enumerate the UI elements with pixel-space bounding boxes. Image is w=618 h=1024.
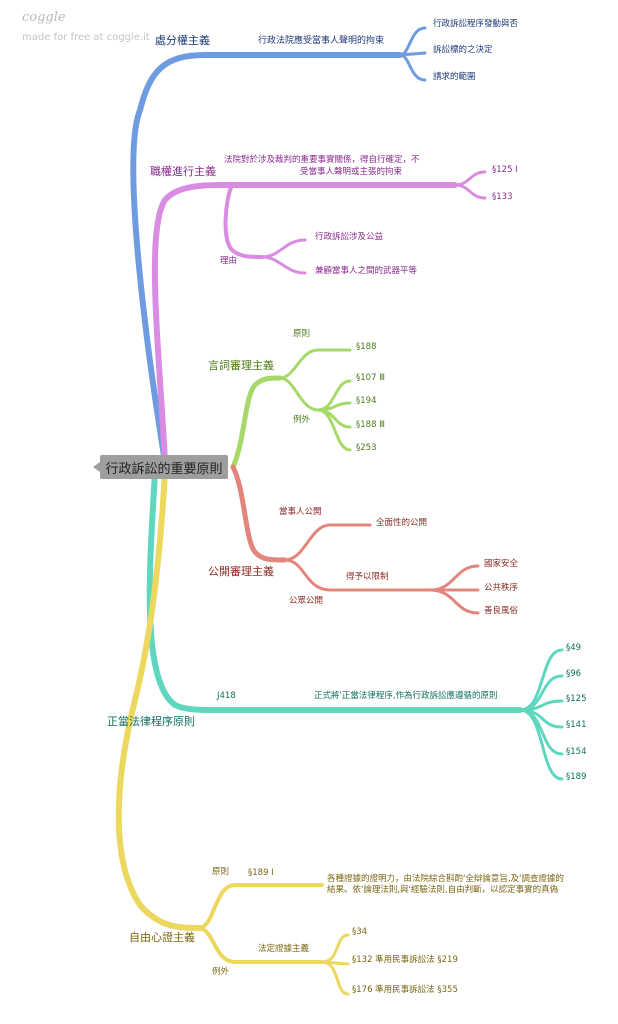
branch-public-main xyxy=(230,464,288,563)
node-disposition-item-1[interactable]: 行政訴訟程序發動與否 xyxy=(433,19,519,29)
node-oral-principle[interactable]: 原則 xyxy=(293,329,311,339)
branch-oral-ex-4 xyxy=(316,408,352,452)
coggle-credit: made for free at coggle.it xyxy=(22,32,150,43)
node-oral[interactable]: 言詞審理主義 xyxy=(208,359,274,372)
node-due-process-item-2[interactable]: §96 xyxy=(566,669,582,679)
node-due-process-item-6[interactable]: §189 xyxy=(566,772,587,782)
node-ex-officio-reason-1[interactable]: 行政訴訟涉及公益 xyxy=(315,232,384,242)
node-disposition-item-2[interactable]: 訴訟標的之決定 xyxy=(433,45,493,55)
branch-free-evidence-stat-1 xyxy=(320,933,350,964)
node-ex-officio-desc-line1[interactable]: 法院對於涉及裁判的重要事實關係，得自行確定，不 xyxy=(224,155,420,165)
branch-oral-principle xyxy=(278,348,352,380)
branch-disposition-main xyxy=(130,52,403,465)
node-oral-exception-item-1[interactable]: §107 Ⅲ xyxy=(356,373,386,383)
branch-oral-main xyxy=(230,375,283,470)
coggle-logo: coggle xyxy=(22,10,66,25)
node-free-evidence-principle-desc-line1[interactable]: 各種證據的證明力，由法院綜合斟酌'全辯論意旨,及'調查證據的 xyxy=(327,874,564,884)
node-ex-officio-desc-line2[interactable]: 受當事人聲明或主張的拘束 xyxy=(300,167,403,177)
branch-oral-lines xyxy=(230,348,352,470)
branch-disposition-fan-3 xyxy=(398,53,427,82)
node-ex-officio-reason-2[interactable]: 兼顧當事人之間的武器平等 xyxy=(315,266,418,276)
node-public[interactable]: 公開審理主義 xyxy=(208,565,274,578)
branch-free-evidence-principle xyxy=(198,883,324,930)
node-due-process-item-1[interactable]: §49 xyxy=(566,643,582,653)
branch-public-restrict-3 xyxy=(428,588,480,615)
branch-ex-officio-lines xyxy=(151,170,487,465)
node-disposition[interactable]: 處分權主義 xyxy=(155,34,210,47)
node-disposition-item-3[interactable]: 請求的範圍 xyxy=(433,72,476,82)
node-disposition-desc[interactable]: 行政法院應受當事人聲明的拘束 xyxy=(258,36,385,46)
node-free-evidence[interactable]: 自由心證主義 xyxy=(129,931,195,944)
branch-ex-officio-fan-1 xyxy=(453,170,487,187)
branch-ex-officio-fan-2 xyxy=(453,183,487,200)
branch-free-evidence-lines xyxy=(115,469,350,996)
node-public-general[interactable]: 公眾公開 xyxy=(289,596,324,606)
node-free-evidence-statutory-item-1[interactable]: §34 xyxy=(352,927,368,937)
branch-ex-officio-reason xyxy=(223,183,264,259)
branch-free-evidence-main xyxy=(115,469,203,931)
node-oral-exception-item-2[interactable]: §194 xyxy=(356,396,377,406)
node-free-evidence-principle-ref[interactable]: §189 Ⅰ xyxy=(248,868,274,878)
branch-oral-exception xyxy=(278,376,320,412)
branch-disposition-fan-1 xyxy=(398,26,427,57)
node-free-evidence-statutory-item-3[interactable]: §176 準用民事訴訟法 §355 xyxy=(352,985,458,995)
node-free-evidence-exception[interactable]: 例外 xyxy=(212,967,230,977)
node-due-process-item-3[interactable]: §125 xyxy=(566,694,587,704)
branch-public-party xyxy=(283,523,372,562)
node-public-restrict-item-1[interactable]: 國家安全 xyxy=(484,559,519,569)
node-free-evidence-statutory-item-2[interactable]: §132 準用民事訴訟法 §219 xyxy=(352,955,458,965)
branch-public-general xyxy=(283,558,432,592)
branch-disposition-lines xyxy=(130,26,427,465)
node-ex-officio-article-2[interactable]: §133 xyxy=(492,192,513,202)
branch-ex-officio-main xyxy=(151,182,458,465)
node-free-evidence-statutory[interactable]: 法定證據主義 xyxy=(258,944,310,954)
node-public-restrict[interactable]: 得予以限制 xyxy=(346,572,389,582)
node-due-process-item-5[interactable]: §154 xyxy=(566,747,587,757)
node-ex-officio[interactable]: 職權進行主義 xyxy=(150,165,216,178)
branch-due-process-main xyxy=(146,469,523,713)
branch-due-process-fan-3 xyxy=(518,699,564,712)
root-node[interactable]: 行政訴訟的重要原則 xyxy=(100,455,228,479)
node-ex-officio-article-1[interactable]: §125 Ⅰ xyxy=(492,165,518,175)
branch-free-evidence-stat-3 xyxy=(320,960,350,996)
branch-ex-officio-reason-2 xyxy=(260,255,307,275)
node-public-restrict-item-2[interactable]: 公共秩序 xyxy=(484,583,519,593)
root-arrow-icon xyxy=(93,462,100,472)
branch-due-process-fan-6 xyxy=(518,708,564,781)
branch-public-restrict-1 xyxy=(428,564,480,592)
branch-ex-officio-reason-1 xyxy=(260,238,307,259)
branch-public-lines xyxy=(230,464,480,615)
node-due-process-ref[interactable]: J418 xyxy=(217,691,236,701)
node-oral-exception[interactable]: 例外 xyxy=(293,415,311,425)
branch-disposition-fan-2 xyxy=(398,51,427,57)
node-due-process[interactable]: 正當法律程序原則 xyxy=(107,715,195,728)
node-public-party-item-1[interactable]: 全面性的公開 xyxy=(376,518,428,528)
node-free-evidence-principle[interactable]: 原則 xyxy=(212,867,230,877)
branch-oral-ex-2 xyxy=(316,401,352,412)
node-public-restrict-item-3[interactable]: 善良風俗 xyxy=(484,606,519,616)
branch-free-evidence-exception xyxy=(198,926,324,964)
node-due-process-desc[interactable]: 正式將'正當法律程序,作為行政訴訟應遵循的原則 xyxy=(314,691,498,701)
node-free-evidence-principle-desc-line2[interactable]: 結果。依'論理法則,與'經驗法則,自由判斷，以認定事實的真偽 xyxy=(327,885,559,895)
node-public-party[interactable]: 當事人公開 xyxy=(279,507,322,517)
node-oral-exception-item-3[interactable]: §188 Ⅲ xyxy=(356,420,386,430)
branch-due-process-lines xyxy=(146,469,564,781)
node-ex-officio-reason[interactable]: 理由 xyxy=(220,256,238,266)
node-due-process-item-4[interactable]: §141 xyxy=(566,720,587,730)
node-oral-exception-item-4[interactable]: §253 xyxy=(356,443,377,453)
node-oral-principle-item-1[interactable]: §188 xyxy=(356,342,377,352)
